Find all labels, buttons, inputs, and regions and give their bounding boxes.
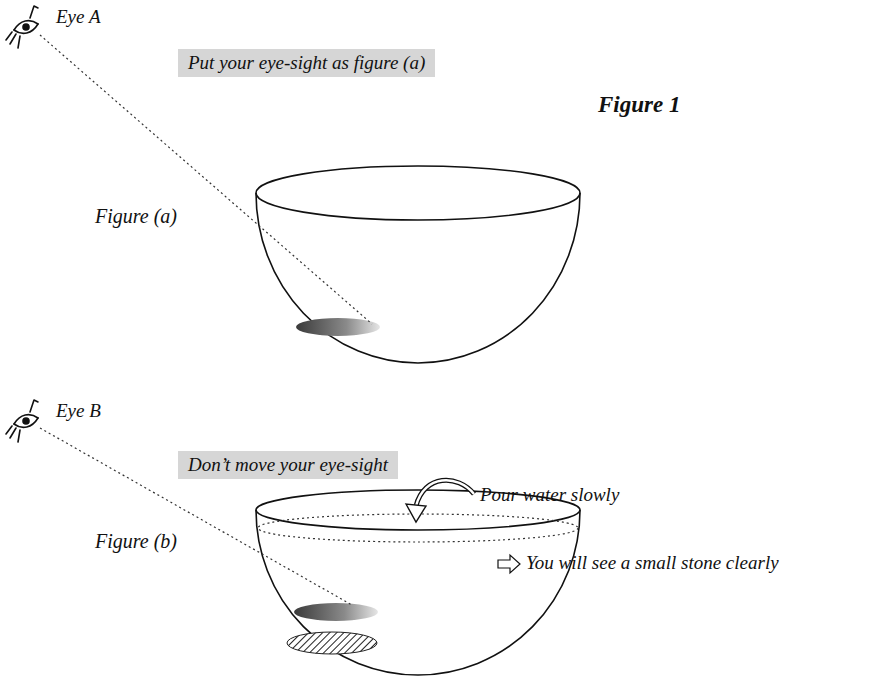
figure-label: Figure (a) xyxy=(95,205,177,228)
sight-line xyxy=(40,35,372,324)
result-text: You will see a small stone clearly xyxy=(526,552,779,574)
instruction-text: Don’t move your eye-sight xyxy=(188,454,388,475)
real-stone xyxy=(287,632,377,654)
instruction-text: Put your eye-sight as figure (a) xyxy=(188,52,425,73)
figure-title: Figure 1 xyxy=(598,92,680,118)
eye-icon xyxy=(6,400,38,442)
instruction-text: Pour water slowly xyxy=(480,484,619,506)
instruction-band: Put your eye-sight as figure (a) xyxy=(178,49,435,77)
stone xyxy=(296,318,380,336)
eye-label: Eye B xyxy=(56,400,101,422)
bowl xyxy=(256,490,580,675)
instruction-band: Don’t move your eye-sight xyxy=(178,451,398,479)
figure-label: Figure (b) xyxy=(95,530,177,553)
hollow-arrow xyxy=(498,555,520,573)
pour-arrow xyxy=(406,480,474,522)
eye-label: Eye A xyxy=(56,6,101,28)
stone-image xyxy=(294,603,378,621)
eye-icon xyxy=(6,6,38,48)
bowl xyxy=(256,166,580,363)
